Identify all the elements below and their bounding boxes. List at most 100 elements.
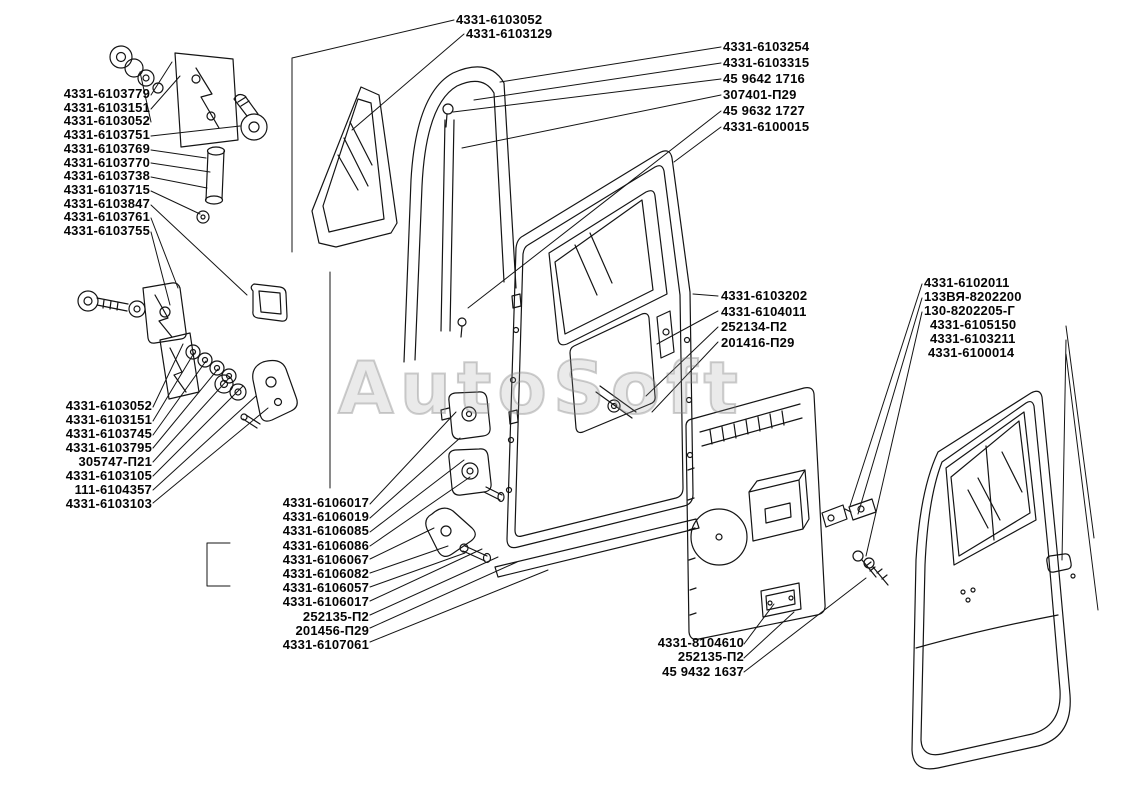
part-label: 4331-6105150 bbox=[930, 317, 1017, 332]
lock-parts-drawing bbox=[425, 391, 505, 564]
part-label: 111-6104357 bbox=[74, 482, 152, 497]
door-bottom-strip bbox=[494, 518, 700, 578]
trim-hinge-screws-drawing bbox=[821, 498, 889, 586]
map-pocket bbox=[748, 469, 810, 542]
part-label: 4331-6106017 bbox=[282, 495, 369, 510]
part-label: 4331-6103770 bbox=[63, 154, 150, 170]
check-arm bbox=[252, 359, 298, 422]
leader-lines bbox=[139, 19, 1099, 673]
check-cover bbox=[250, 283, 288, 322]
check-strap-parts-drawing bbox=[77, 282, 298, 429]
part-label: 4331-6103211 bbox=[930, 331, 1016, 346]
channel-screw-icon bbox=[442, 103, 454, 115]
assembled-door-outline bbox=[911, 390, 1071, 770]
hinge-plate bbox=[174, 52, 239, 148]
part-label: 4331-6106086 bbox=[282, 537, 369, 553]
bolt-head bbox=[77, 290, 99, 312]
part-label: 252134-П2 bbox=[721, 319, 788, 335]
label-group-top-right: 4331-6103254 4331-6103315 45 9642 1716 3… bbox=[723, 39, 809, 135]
hinge-pin-head bbox=[240, 113, 268, 141]
part-label: 4331-8104610 bbox=[657, 635, 744, 650]
part-label: 133ВЯ-8202200 bbox=[924, 289, 1022, 304]
lock-cutout bbox=[656, 310, 675, 359]
part-label: 4331-6103129 bbox=[466, 26, 553, 41]
part-label: 4331-6103052 bbox=[63, 113, 150, 129]
part-label: 252135-П2 bbox=[302, 608, 369, 624]
part-label: 4331-6102011 bbox=[924, 275, 1010, 290]
screw-icon bbox=[863, 557, 875, 569]
hinge-parts-drawing bbox=[109, 45, 288, 322]
part-label: 4331-6103751 bbox=[63, 127, 150, 143]
speaker-circle bbox=[690, 508, 748, 566]
part-label: 4331-6100015 bbox=[723, 119, 810, 134]
trim-panel-drawing bbox=[685, 387, 826, 640]
channel-bolt-icon bbox=[457, 317, 467, 327]
door-handle bbox=[1046, 553, 1072, 573]
part-label: 4331-6104011 bbox=[721, 303, 807, 319]
part-label: 4331-6103202 bbox=[721, 288, 808, 303]
part-label: 4331-6103779 bbox=[63, 86, 150, 101]
label-group-top-center: 4331-6103052 4331-6103129 bbox=[456, 13, 552, 41]
pull-handle-plate bbox=[760, 582, 802, 618]
part-label: 201456-П29 bbox=[295, 622, 369, 638]
part-label: 4331-6106082 bbox=[282, 566, 369, 582]
part-label: 4331-6103738 bbox=[63, 168, 150, 184]
part-label: 4331-6106017 bbox=[282, 594, 369, 610]
hinge-cutouts bbox=[508, 293, 522, 425]
hinge-bushing bbox=[205, 150, 225, 201]
part-label: 4331-6103103 bbox=[65, 496, 152, 511]
part-label: 4331-6103151 bbox=[65, 412, 152, 427]
part-label: 4331-6103105 bbox=[65, 468, 152, 483]
label-group-door-middle: 4331-6103202 4331-6104011 252134-П2 2014… bbox=[721, 288, 807, 350]
part-label: 4331-6106019 bbox=[282, 509, 369, 525]
part-label: 4331-6103254 bbox=[723, 39, 810, 54]
part-label: 4331-6103052 bbox=[65, 398, 152, 413]
part-label: 4331-6103715 bbox=[63, 181, 150, 197]
door-frame-drawing bbox=[494, 150, 700, 578]
inner-panel-hole bbox=[569, 312, 656, 434]
part-label: 4331-6106085 bbox=[282, 523, 369, 539]
label-group-bottom-left: 4331-6106017 4331-6106019 4331-6106085 4… bbox=[232, 495, 369, 653]
part-label: 45 9632 1727 bbox=[723, 103, 805, 118]
label-group-bottom-center: 4331-8104610 252135-П2 45 9432 1637 bbox=[612, 635, 744, 679]
window-opening bbox=[548, 190, 668, 346]
part-label: 4331-6103769 bbox=[63, 140, 150, 156]
part-label: 4331-6100014 bbox=[928, 345, 1015, 360]
part-label: 4331-6103745 bbox=[65, 426, 152, 441]
part-label: 201416-П29 bbox=[721, 334, 795, 350]
part-label: 130-8202205-Г bbox=[924, 303, 1015, 318]
armrest-hatch bbox=[709, 410, 785, 445]
part-label: 45 9432 1637 bbox=[662, 663, 744, 679]
vent-window-drawing bbox=[311, 86, 398, 248]
part-label: 4331-6103052 bbox=[456, 12, 543, 27]
label-group-left-middle: 4331-6103052 4331-6103151 4331-6103745 4… bbox=[20, 399, 152, 511]
part-label: 4331-6106057 bbox=[282, 580, 369, 596]
part-label: 252135-П2 bbox=[677, 649, 744, 665]
lock-lever bbox=[425, 507, 476, 557]
part-label: 4331-6107061 bbox=[282, 637, 369, 653]
part-label: 307401-П29 bbox=[723, 87, 797, 102]
part-label: 4331-6103761 bbox=[63, 209, 150, 225]
window-channel-drawing bbox=[403, 66, 517, 363]
assembled-door-drawing bbox=[911, 390, 1076, 770]
label-group-left-upper: 4331-6103779 4331-6103151 4331-6103052 4… bbox=[20, 87, 150, 238]
part-label: 4331-6103151 bbox=[63, 99, 150, 115]
trim-panel-outline bbox=[685, 387, 826, 640]
check-plate-1 bbox=[142, 282, 187, 344]
check-plate-2 bbox=[159, 332, 200, 400]
vent-glass-hatch bbox=[337, 121, 373, 191]
assembled-door-window bbox=[945, 411, 1037, 566]
part-label: 45 9642 1716 bbox=[723, 71, 805, 86]
part-label: 4331-6103755 bbox=[63, 223, 150, 239]
watermark: AutoSoft bbox=[337, 345, 744, 431]
door-outline bbox=[506, 150, 694, 549]
part-label: 4331-6103315 bbox=[723, 55, 810, 70]
screw-icon bbox=[852, 550, 864, 562]
assembled-door-glass-hatch bbox=[967, 451, 1023, 529]
part-label: 4331-6103795 bbox=[65, 440, 152, 455]
part-label: 305747-П21 bbox=[78, 454, 152, 469]
window-glass-hatch bbox=[574, 232, 613, 296]
part-label: 4331-6103847 bbox=[63, 195, 150, 211]
